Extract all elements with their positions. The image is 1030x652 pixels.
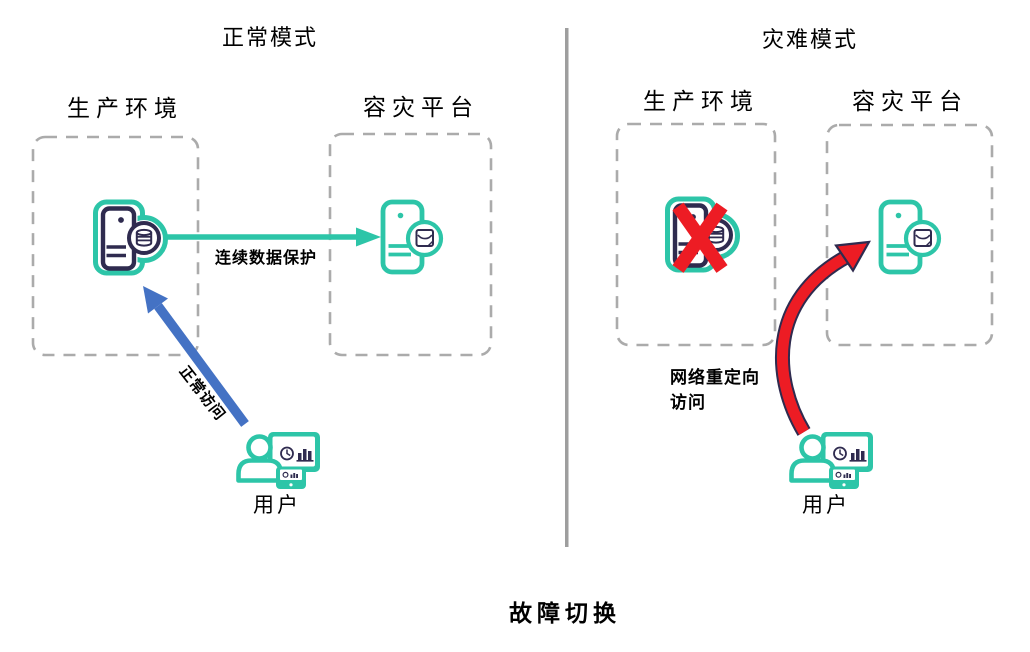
failure-x-icon [672,202,728,273]
user-label-disaster: 用户 [802,494,850,517]
panel-divider [565,28,569,547]
user-devices-icon-normal [239,432,321,489]
diagram-caption: 故障切换 [509,600,621,626]
normal-access-arrow [143,286,249,427]
normal-dr-label: 容灾平台 [363,94,479,120]
normal-production-box [31,135,200,357]
disaster-production-label: 生产环境 [643,88,759,114]
normal-mode-title: 正常模式 [221,25,318,50]
dr-server-icon [383,202,441,272]
disaster-dr-box [825,123,994,347]
normal-dr-box [328,132,493,357]
user-devices-icon-disaster [792,432,874,489]
disaster-dr-label: 容灾平台 [852,88,968,114]
disaster-mode-title: 灾难模式 [761,27,858,52]
replication-arrow-label: 连续数据保护 [214,250,317,267]
replication-arrow [167,227,381,247]
redirect-arrow-label: 网络重定向 访问 [670,368,760,412]
redirect-access-arrow [775,240,872,436]
user-label-normal: 用户 [253,494,301,517]
normal-production-label: 生产环境 [67,95,183,121]
disaster-production-box [615,122,777,347]
production-server-icon [96,202,166,273]
dr-server-icon-disaster [881,202,939,272]
